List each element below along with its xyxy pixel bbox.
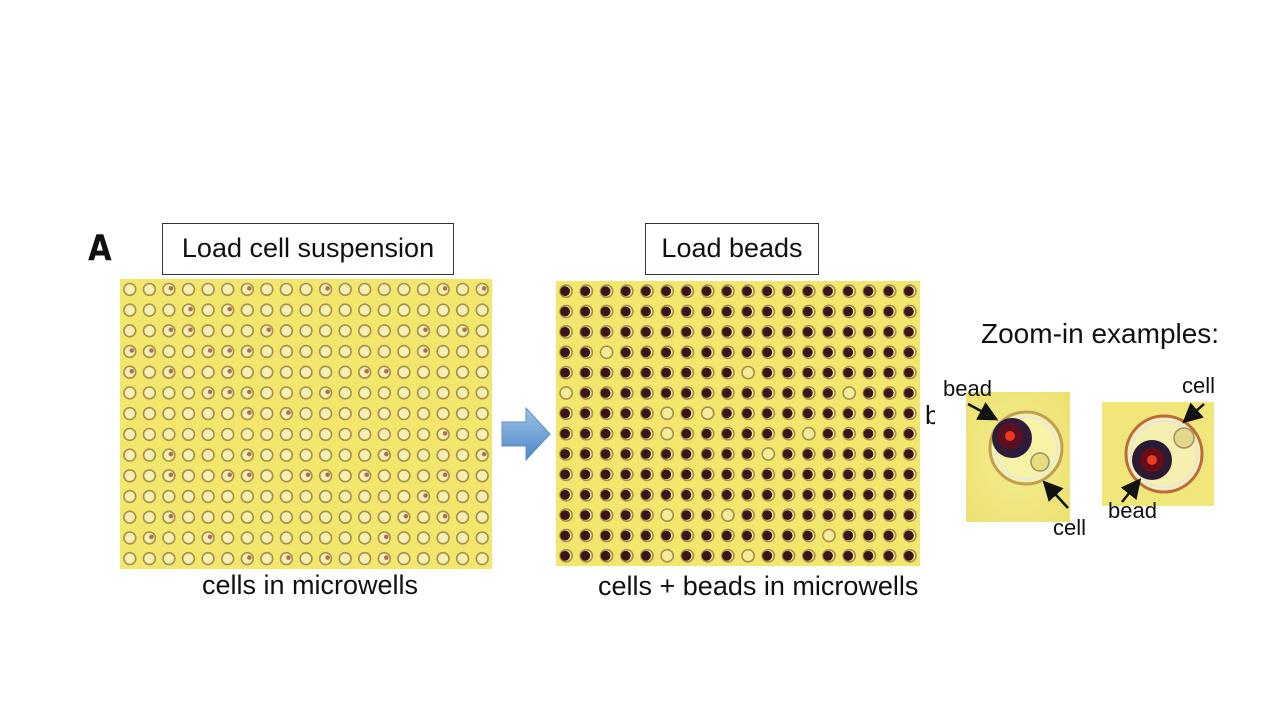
cells-in-microwells-image (120, 279, 492, 569)
load-beads-label: Load beads (661, 233, 803, 263)
cells-beads-in-microwells-image (556, 281, 920, 566)
bead-pointer-arrow-1 (967, 402, 999, 421)
panel-letter: A (88, 228, 112, 269)
load-cell-suspension-label: Load cell suspension (181, 233, 435, 263)
cells-beads-in-microwells-caption: cells + beads in microwells (598, 571, 919, 601)
load-cell-suspension-box: Load cell suspension (162, 223, 454, 275)
zoom1-bead-label: bead (943, 376, 992, 401)
zoom1-cell-label: cell (1053, 515, 1087, 540)
zoom2-bead-label: bead (1108, 498, 1157, 523)
clipped-glyph: b (925, 400, 935, 430)
zoom-in-title: Zoom-in examples: (981, 318, 1220, 349)
beads-microwell-array (556, 281, 920, 566)
bead-pointer-arrow-2 (1120, 478, 1142, 503)
cells-microwell-array (120, 279, 492, 569)
cell-pointer-arrow-1 (1042, 480, 1069, 509)
cells-in-microwells-caption: cells in microwells (202, 570, 419, 600)
zoom2-cell-label: cell (1182, 373, 1216, 398)
cell-pointer-arrow-2 (1182, 402, 1205, 424)
right-arrow-icon (500, 404, 552, 464)
load-beads-box: Load beads (645, 223, 819, 275)
